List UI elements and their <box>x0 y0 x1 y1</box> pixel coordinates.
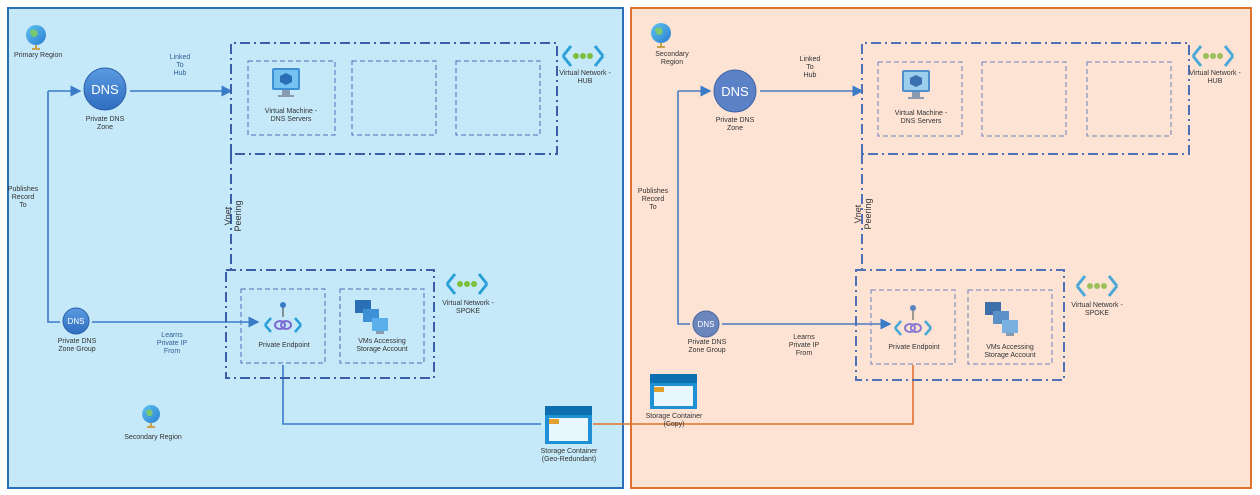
storage-container-icon <box>650 374 697 409</box>
dns-zone-group-icon: DNS <box>692 310 720 338</box>
vm-dns-servers-label: Virtual Machine - DNS Servers <box>894 110 948 125</box>
virtual-network-spoke-icon <box>445 273 489 295</box>
globe-icon <box>651 23 671 48</box>
vnet-peering-label: Vnet Peering <box>853 198 873 230</box>
dns-icon-text: DNS <box>698 320 715 329</box>
dns-zone-icon: DNS <box>83 67 127 111</box>
vms-accessing-storage-icon <box>355 300 388 334</box>
secondary-region-label: Secondary Region <box>655 51 689 66</box>
primary-region-label: Primary Region <box>14 52 63 59</box>
storage-container-geo-label: Storage Container (Geo-Redundant) <box>540 448 598 463</box>
private-dns-zone-label: Private DNS Zone <box>85 116 125 131</box>
private-endpoint-label: Private Endpoint <box>258 342 310 349</box>
globe-icon <box>26 25 46 50</box>
right-region-graphics: DNS DNS <box>593 23 1235 425</box>
private-endpoint-label: Private Endpoint <box>888 344 940 351</box>
learns-private-ip-label: Learns Private IP From <box>788 334 820 357</box>
vnet-hub-label: Virtual Network - HUB <box>1189 70 1241 85</box>
virtual-network-hub-icon <box>1191 45 1235 67</box>
vnet-hub-label: Virtual Network - HUB <box>559 70 611 85</box>
globe-icon <box>142 405 160 428</box>
storage-container-icon <box>545 406 592 444</box>
vnet-peering-label: Vnet Peering <box>223 200 243 232</box>
private-dns-zone-label: Private DNS Zone <box>715 117 755 132</box>
virtual-machine-icon <box>272 68 300 97</box>
learns-private-ip-label: Learns Private IP From <box>156 332 188 355</box>
publishes-record-label: Publishes Record To <box>7 186 39 209</box>
vms-accessing-storage-label: VMs Accessing Storage Account <box>984 344 1036 359</box>
private-dns-zone-group-label: Private DNS Zone Group <box>57 338 97 353</box>
dns-icon-text: DNS <box>91 82 119 97</box>
dns-zone-group-icon: DNS <box>62 307 90 335</box>
virtual-machine-icon <box>902 70 930 99</box>
virtual-network-hub-icon <box>561 45 605 67</box>
left-region-graphics: DNS DNS <box>26 25 605 444</box>
private-endpoint-icon <box>264 302 302 333</box>
linked-to-hub-label: Linked To Hub <box>799 56 821 79</box>
secondary-region-label: Secondary Region <box>124 434 182 441</box>
dns-zone-icon: DNS <box>713 69 757 113</box>
vms-accessing-storage-label: VMs Accessing Storage Account <box>356 338 408 353</box>
vnet-spoke-label: Virtual Network - SPOKE <box>442 300 494 315</box>
private-endpoint-icon <box>894 305 932 336</box>
private-dns-zone-group-label: Private DNS Zone Group <box>687 339 727 354</box>
vms-accessing-storage-icon <box>985 302 1018 336</box>
vnet-spoke-label: Virtual Network - SPOKE <box>1071 302 1123 317</box>
publishes-record-label: Publishes Record To <box>637 188 669 211</box>
virtual-network-spoke-icon <box>1075 275 1119 297</box>
dns-icon-text: DNS <box>721 84 749 99</box>
vm-dns-servers-label: Virtual Machine - DNS Servers <box>264 108 318 123</box>
storage-container-copy-label: Storage Container (Copy) <box>645 413 703 428</box>
linked-to-hub-label: Linked To Hub <box>169 54 191 77</box>
dns-icon-text: DNS <box>68 317 85 326</box>
